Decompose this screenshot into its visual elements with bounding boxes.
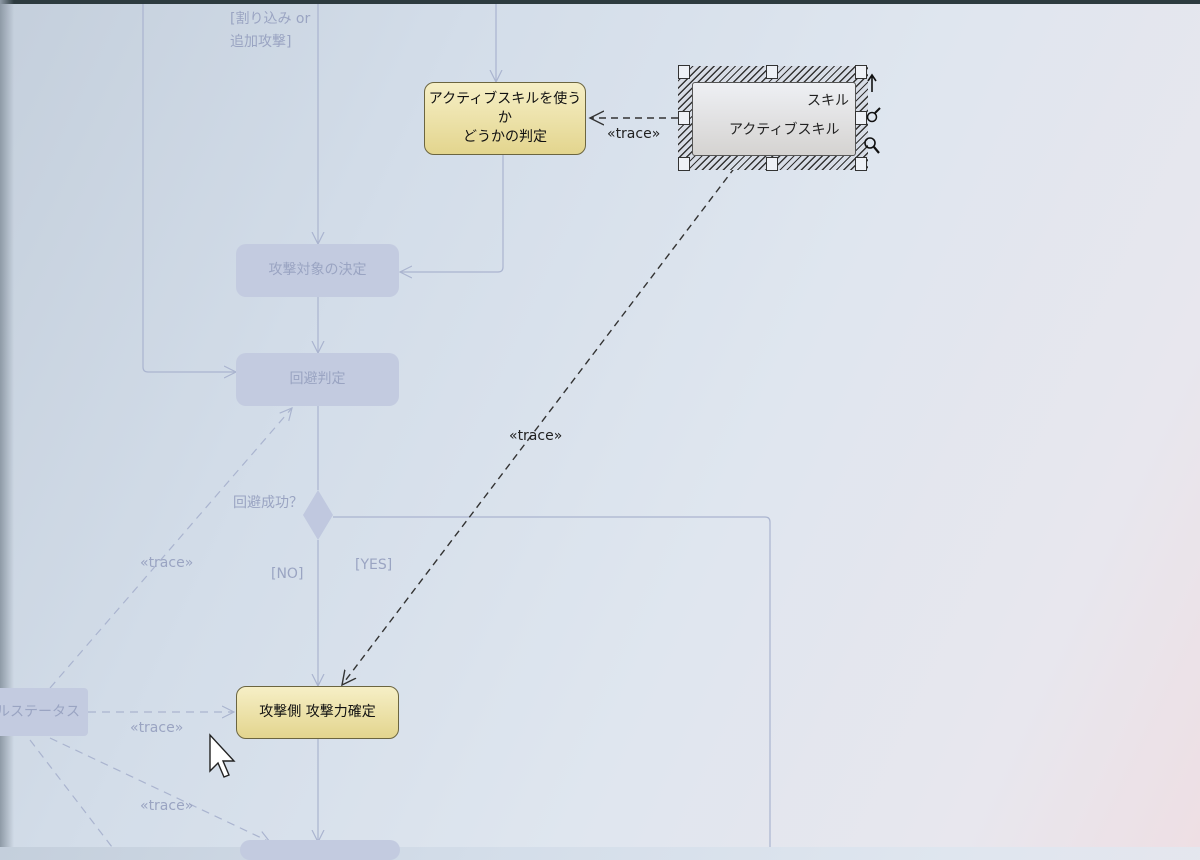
artifact-active-skill[interactable]: スキル アクティブスキル: [692, 82, 856, 156]
artifact-name: アクティブスキル: [729, 122, 840, 138]
trace-label: «trace»: [140, 555, 194, 571]
action-next[interactable]: [240, 840, 400, 860]
guard-interrupt: [割り込み or 追加攻撃]: [230, 8, 310, 54]
guard-line-1: [割り込み or: [230, 11, 311, 27]
action-attack-power[interactable]: 攻撃側 攻撃力確定: [236, 686, 399, 739]
resize-handle-w[interactable]: [678, 111, 690, 125]
decision-node: [303, 490, 333, 540]
link-icon[interactable]: [866, 107, 881, 123]
decision-label: 回避成功？: [233, 495, 303, 511]
action-target-decision[interactable]: 攻撃対象の決定: [236, 244, 399, 297]
resize-handle-n[interactable]: [766, 65, 778, 79]
node-label: 回避判定: [289, 371, 346, 387]
mouse-cursor-icon: [209, 733, 236, 778]
node-label-line: アクティブスキルを使うか: [428, 91, 582, 126]
trace-status-to-evasion: [49, 408, 292, 689]
trace-skill-to-attack: [342, 157, 743, 685]
flow-left-loop: [142, 4, 236, 372]
trace-label: «trace»: [130, 720, 184, 736]
trace-label: «trace»: [140, 798, 194, 814]
resize-handle-nw[interactable]: [678, 65, 690, 79]
resize-handle-s[interactable]: [766, 157, 778, 171]
action-active-skill-judge[interactable]: アクティブスキルを使うかどうかの判定: [424, 82, 586, 155]
trace-label: «trace»: [509, 428, 563, 444]
guard-yes: [YES]: [355, 557, 393, 573]
trace-label: «trace»: [607, 126, 661, 142]
resize-handle-e[interactable]: [855, 111, 867, 125]
object-status[interactable]: ルステータス: [0, 688, 88, 736]
resize-handle-sw[interactable]: [678, 157, 690, 171]
node-label-line: どうかの判定: [463, 129, 547, 145]
quick-link-icons: [864, 73, 881, 154]
trace-status-down: [29, 739, 113, 847]
screen-edge: [0, 0, 14, 847]
action-evasion-judge[interactable]: 回避判定: [236, 353, 399, 406]
guard-no: [NO]: [271, 566, 304, 582]
resize-handle-se[interactable]: [855, 157, 867, 171]
screen-bezel: [0, 0, 1200, 4]
search-icon[interactable]: [864, 137, 880, 154]
arrow-up-icon[interactable]: [867, 73, 877, 92]
flow-yes: [333, 516, 771, 847]
guard-line-2: 追加攻撃]: [230, 34, 292, 50]
flow-judge-out: [400, 155, 504, 272]
artifact-stereotype: スキル: [807, 93, 849, 109]
node-label: 攻撃側 攻撃力確定: [259, 704, 376, 720]
trace-status-to-next: [49, 737, 270, 842]
node-label: ルステータス: [0, 703, 80, 720]
node-label: 攻撃対象の決定: [268, 262, 367, 278]
resize-handle-ne[interactable]: [855, 65, 867, 79]
